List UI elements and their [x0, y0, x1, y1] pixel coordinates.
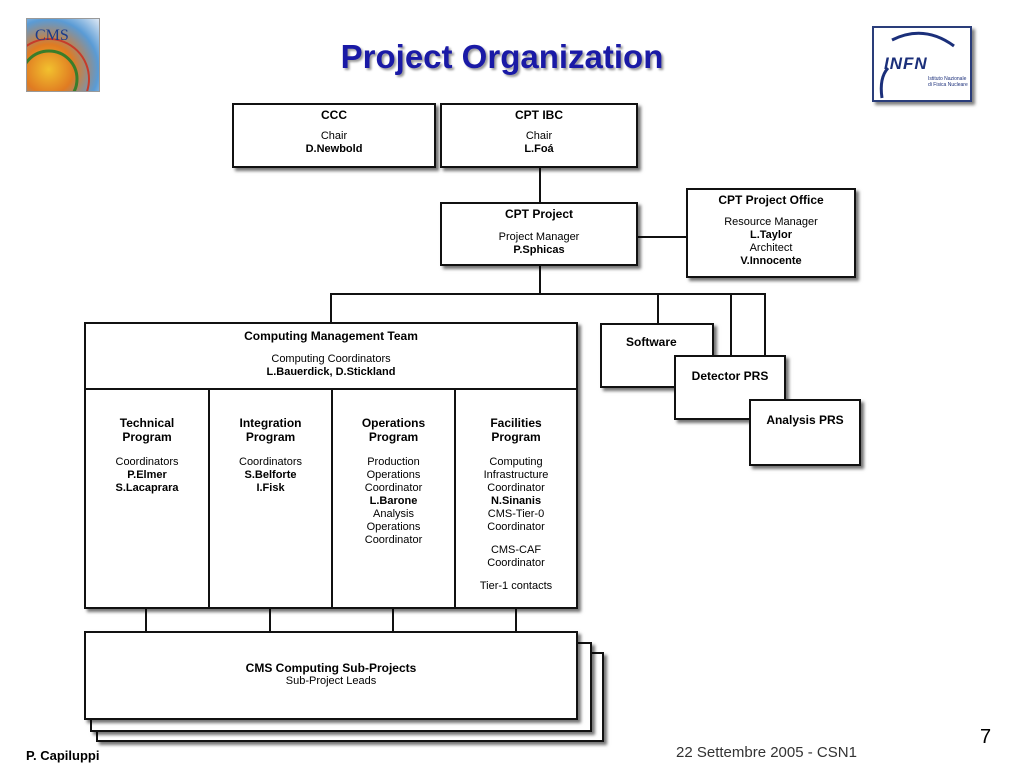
program-divider-1	[208, 388, 210, 609]
operations-line6: Coordinator	[364, 534, 423, 546]
cms-logo: CMS	[26, 18, 100, 92]
facilities-line8: Tier-1 contacts	[479, 580, 553, 592]
facilities-line5: Coordinator	[487, 521, 545, 533]
facilities-name1: N.Sinanis	[490, 495, 542, 507]
connector-horizontal-bus	[330, 293, 765, 295]
technical-program: Technical Program Coordinators P.Elmer S…	[86, 416, 208, 495]
cmt-title: Computing Management Team	[244, 329, 418, 343]
cpt-project-name: P.Sphicas	[513, 244, 565, 256]
operations-program-title2: Program	[368, 430, 419, 444]
integration-program: Integration Program Coordinators S.Belfo…	[210, 416, 331, 495]
cmt-box: Computing Management Team Computing Coor…	[84, 322, 578, 609]
integration-program-name2: I.Fisk	[256, 482, 285, 494]
program-divider-3	[454, 388, 456, 609]
cpt-office-box: CPT Project Office Resource Manager L.Ta…	[686, 188, 856, 278]
connector-project-down	[539, 266, 541, 294]
connector-to-detector	[730, 293, 732, 355]
detector-prs-label: Detector PRS	[691, 369, 769, 383]
cpt-office-name2: V.Innocente	[740, 255, 802, 267]
ccc-name: D.Newbold	[305, 143, 363, 155]
cpt-ibc-name: L.Foá	[524, 143, 554, 155]
connector-to-cmt	[330, 293, 332, 323]
detector-prs-box: Detector PRS	[674, 355, 786, 420]
connector-to-software	[657, 293, 659, 323]
facilities-program-title1: Facilities	[490, 416, 542, 430]
program-divider-2	[331, 388, 333, 609]
subprojects-box: CMS Computing Sub-Projects Sub-Project L…	[84, 631, 578, 720]
facilities-program: Facilities Program Computing Infrastruct…	[456, 416, 576, 593]
cpt-ibc-role: Chair	[525, 130, 553, 142]
analysis-prs-label: Analysis PRS	[766, 413, 844, 427]
cpt-project-box: CPT Project Project Manager P.Sphicas	[440, 202, 638, 266]
operations-program: Operations Program Production Operations…	[333, 416, 454, 547]
technical-program-title1: Technical	[119, 416, 175, 430]
cms-logo-text: CMS	[35, 27, 69, 44]
cpt-project-role: Project Manager	[498, 231, 580, 243]
connector-sub-1	[145, 607, 147, 632]
connector-sub-3	[392, 607, 394, 632]
connector-project-office	[638, 236, 688, 238]
integration-program-title1: Integration	[239, 416, 302, 430]
cpt-ibc-title: CPT IBC	[515, 108, 563, 122]
technical-program-role: Coordinators	[115, 456, 179, 468]
connector-ibc-project	[539, 168, 541, 202]
operations-line2: Operations	[366, 469, 421, 481]
operations-line5: Operations	[366, 521, 421, 533]
integration-program-title2: Program	[245, 430, 296, 444]
technical-program-title2: Program	[122, 430, 172, 444]
ccc-box: CCC Chair D.Newbold	[232, 103, 436, 168]
integration-program-name1: S.Belforte	[244, 469, 297, 481]
operations-program-title1: Operations	[361, 416, 426, 430]
cpt-project-title: CPT Project	[504, 207, 573, 221]
ccc-title: CCC	[321, 108, 347, 122]
facilities-line2: Infrastructure	[483, 469, 549, 481]
cpt-office-role2: Architect	[749, 242, 793, 254]
software-label: Software	[626, 335, 677, 349]
connector-sub-2	[269, 607, 271, 632]
infn-logo: INFN Istituto Nazionale di Fisica Nuclea…	[872, 26, 972, 102]
facilities-line1: Computing	[489, 456, 543, 468]
subprojects-subtitle: Sub-Project Leads	[285, 675, 377, 687]
facilities-line4: CMS-Tier-0	[487, 508, 545, 520]
technical-program-name1: P.Elmer	[127, 469, 167, 481]
connector-to-analysis	[764, 293, 766, 399]
operations-line3: Coordinator	[364, 482, 423, 494]
cpt-office-role1: Resource Manager	[724, 216, 818, 228]
infn-arc-icon	[879, 31, 955, 99]
facilities-line3: Coordinator	[487, 482, 545, 494]
facilities-line7: Coordinator	[487, 557, 545, 569]
cpt-office-title: CPT Project Office	[718, 193, 824, 207]
cmt-role: Computing Coordinators	[271, 353, 391, 365]
footer-date-venue: 22 Settembre 2005 - CSN1	[676, 744, 857, 761]
connector-sub-4	[515, 607, 517, 632]
footer-author: P. Capiluppi	[26, 748, 100, 763]
operations-name1: L.Barone	[369, 495, 418, 507]
operations-line4: Analysis	[373, 508, 414, 520]
ccc-role: Chair	[320, 130, 348, 142]
infn-logo-caption: Istituto Nazionale di Fisica Nucleare	[928, 76, 968, 88]
facilities-line6: CMS-CAF	[490, 544, 542, 556]
integration-program-role: Coordinators	[239, 456, 302, 468]
analysis-prs-box: Analysis PRS	[749, 399, 861, 466]
operations-line1: Production	[367, 456, 420, 468]
facilities-program-title2: Program	[491, 430, 541, 444]
subprojects-title: CMS Computing Sub-Projects	[245, 661, 417, 675]
page-number: 7	[980, 726, 992, 748]
cmt-names: L.Bauerdick, D.Stickland	[266, 366, 396, 378]
technical-program-name2: S.Lacaprara	[115, 482, 179, 494]
page-title: Project Organization	[340, 38, 664, 75]
infn-logo-text: INFN	[884, 54, 928, 73]
cpt-ibc-box: CPT IBC Chair L.Foá	[440, 103, 638, 168]
cpt-office-name1: L.Taylor	[750, 229, 792, 241]
